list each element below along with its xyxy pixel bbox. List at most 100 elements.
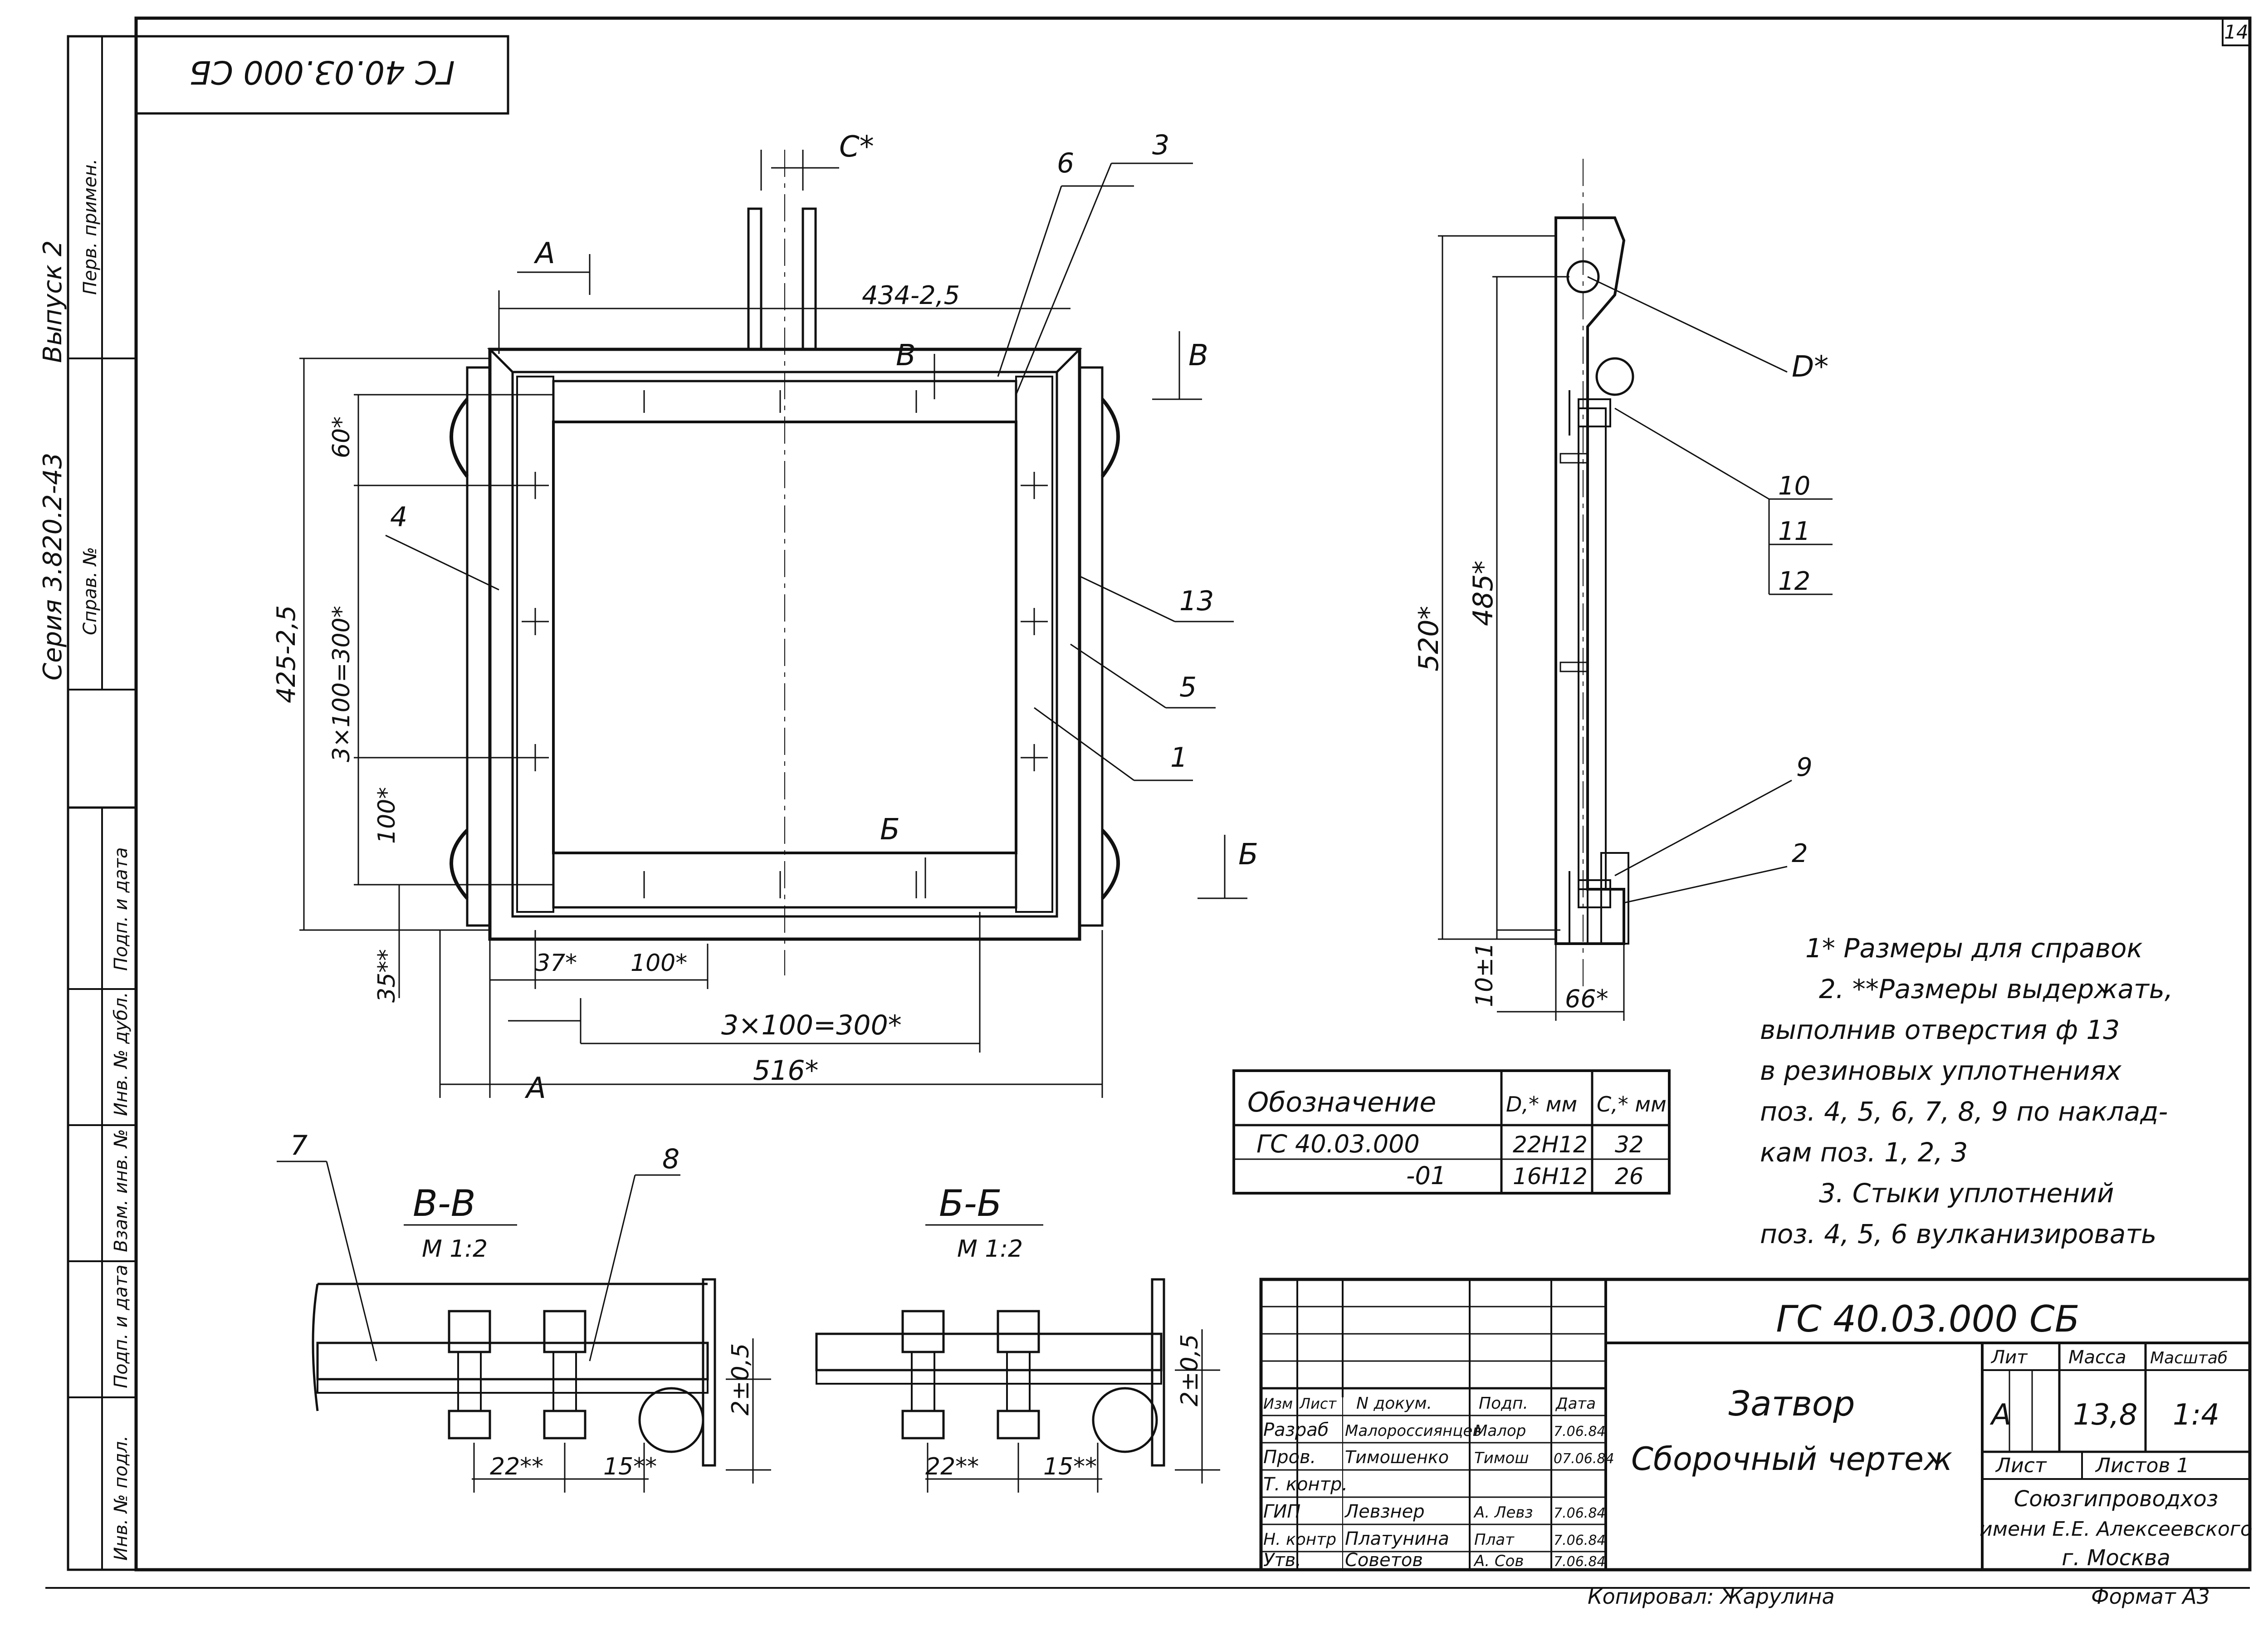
org-line-2: г. Москва bbox=[2062, 1545, 2170, 1571]
date-1: 07.06.84 bbox=[1554, 1451, 1614, 1467]
table-row-1-designation: -01 bbox=[1406, 1161, 1446, 1190]
table-header-designation: Обозначение bbox=[1247, 1087, 1436, 1118]
copied-by: Копировал: Жарулина bbox=[1588, 1584, 1835, 1609]
side-label-4: Взам. инв. № bbox=[111, 1129, 132, 1252]
side-label-1: Справ. № bbox=[80, 547, 101, 635]
table-row-0-d: 22Н12 bbox=[1513, 1131, 1588, 1158]
role-5: Утв. bbox=[1263, 1550, 1301, 1571]
person-3: Левзнер bbox=[1344, 1501, 1425, 1522]
dim-485: 485* bbox=[1467, 560, 1499, 626]
sign-0: Малор bbox=[1474, 1422, 1526, 1440]
section-vv-dim-2: 2±0,5 bbox=[727, 1343, 754, 1415]
dim-425: 425-2,5 bbox=[272, 605, 301, 703]
section-bb-dim-22: 22** bbox=[925, 1453, 979, 1480]
lit-value: А bbox=[1989, 1398, 2011, 1432]
person-0: Малороссиянцев bbox=[1345, 1422, 1481, 1440]
dim-35: 35** bbox=[373, 949, 401, 1003]
rotated-stamp: ГС 40.03.000 СБ bbox=[189, 54, 455, 91]
section-vv-scale: М 1:2 bbox=[422, 1235, 488, 1263]
section-bb-scale: М 1:2 bbox=[957, 1235, 1023, 1263]
note-line-1: 2. **Размеры выдержать, bbox=[1819, 974, 2173, 1004]
position-9: 9 bbox=[1796, 753, 1813, 782]
col-header-sign: Подп. bbox=[1479, 1394, 1528, 1413]
position-7: 7 bbox=[290, 1130, 308, 1161]
sign-5: А. Сов bbox=[1473, 1552, 1524, 1570]
position-12: 12 bbox=[1778, 567, 1810, 596]
dim-3x100-h: 3×100=300* bbox=[721, 1009, 902, 1041]
dim-3x100-v: 3×100=300* bbox=[328, 606, 355, 762]
role-3: ГИП bbox=[1263, 1501, 1300, 1522]
dim-10: 10±1 bbox=[1471, 942, 1498, 1007]
page-number: 14 bbox=[2224, 21, 2248, 43]
table-row-1-d: 16Н12 bbox=[1513, 1163, 1588, 1190]
dim-37: 37* bbox=[535, 950, 577, 977]
series-label: Серия 3.820.2-43 bbox=[38, 453, 68, 681]
position-5: 5 bbox=[1179, 671, 1197, 703]
role-4: Н. контр bbox=[1263, 1530, 1336, 1549]
issue-label: Выпуск 2 bbox=[38, 240, 68, 363]
side-label-6: Инв. № подл. bbox=[111, 1435, 132, 1561]
person-1: Тимошенко bbox=[1345, 1447, 1449, 1467]
date-4: 7.06.84 bbox=[1554, 1533, 1606, 1548]
note-line-0: 1* Размеры для справок bbox=[1805, 933, 2143, 964]
section-bb-dim-15: 15** bbox=[1043, 1453, 1097, 1480]
note-line-4: поз. 4, 5, 6, 7, 8, 9 по наклад- bbox=[1760, 1096, 2168, 1127]
title-block bbox=[1259, 1278, 2252, 1572]
frame bbox=[45, 16, 2252, 1589]
position-4: 4 bbox=[390, 501, 407, 533]
section-a-bottom: А bbox=[524, 1072, 546, 1105]
main-view bbox=[299, 150, 1247, 1098]
position-6: 6 bbox=[1057, 147, 1074, 179]
lit-label: Лит bbox=[1990, 1347, 2028, 1368]
position-1: 1 bbox=[1170, 742, 1188, 774]
position-13: 13 bbox=[1179, 585, 1214, 617]
section-bb-arrow: Б bbox=[1238, 838, 1258, 872]
table-row-0-c: 32 bbox=[1615, 1131, 1644, 1158]
dim-c-star: С* bbox=[839, 130, 874, 164]
scale-value: 1:4 bbox=[2173, 1398, 2219, 1432]
sheet-label: Лист bbox=[1995, 1454, 2047, 1477]
mass-value: 13,8 bbox=[2073, 1398, 2138, 1432]
date-0: 7.06.84 bbox=[1554, 1424, 1606, 1440]
format-label: Формат А3 bbox=[2091, 1584, 2210, 1609]
col-header-date: Дата bbox=[1555, 1395, 1596, 1413]
role-2: Т. контр. bbox=[1263, 1474, 1348, 1495]
section-vv-dim-22: 22** bbox=[490, 1453, 543, 1480]
scale-label: Масштаб bbox=[2150, 1349, 2228, 1367]
note-line-3: в резиновых уплотнениях bbox=[1760, 1055, 2121, 1086]
table-row-0-designation: ГС 40.03.000 bbox=[1256, 1130, 1420, 1158]
section-bb-dim-2: 2±0,5 bbox=[1176, 1334, 1203, 1406]
side-label-0: Перв. примен. bbox=[80, 159, 101, 295]
role-0: Разраб bbox=[1263, 1420, 1329, 1440]
side-view bbox=[1438, 159, 1833, 1021]
dim-60: 60* bbox=[328, 416, 355, 458]
variants-table bbox=[1232, 1069, 1671, 1195]
position-8: 8 bbox=[662, 1143, 679, 1175]
col-header-list: Лист bbox=[1299, 1395, 1337, 1412]
dim-66: 66* bbox=[1565, 984, 1608, 1013]
section-bb-mark: Б bbox=[880, 813, 900, 847]
dim-100-h: 100* bbox=[631, 950, 687, 977]
title-doc-type: Сборочный чертеж bbox=[1631, 1440, 1952, 1478]
mass-label: Масса bbox=[2068, 1347, 2126, 1368]
section-vv-dim-15: 15** bbox=[603, 1453, 657, 1480]
section-bb-title: Б-Б bbox=[939, 1182, 1002, 1224]
sign-3: А. Левз bbox=[1473, 1504, 1533, 1522]
col-header-doc: N докум. bbox=[1356, 1394, 1432, 1413]
dim-520: 520* bbox=[1413, 606, 1445, 671]
org-line-1: имени Е.Е. Алексеевского bbox=[1980, 1518, 2253, 1541]
note-line-2: выполнив отверстия ф 13 bbox=[1760, 1014, 2120, 1045]
section-vv bbox=[277, 1161, 771, 1493]
sheets-label: Листов 1 bbox=[2095, 1454, 2189, 1477]
position-2: 2 bbox=[1792, 839, 1808, 868]
note-line-7: поз. 4, 5, 6 вулканизировать bbox=[1760, 1219, 2156, 1249]
date-5: 7.06.84 bbox=[1554, 1554, 1606, 1570]
table-header-c: C,* мм bbox=[1597, 1092, 1667, 1117]
position-10: 10 bbox=[1778, 471, 1810, 501]
title-designation: ГС 40.03.000 СБ bbox=[1776, 1298, 2079, 1340]
side-label-3: Инв. № дубл. bbox=[111, 992, 132, 1116]
note-line-5: кам поз. 1, 2, 3 bbox=[1760, 1137, 1968, 1168]
org-line-0: Союзгипроводхоз bbox=[2014, 1486, 2219, 1512]
side-label-2: Подп. и дата bbox=[111, 847, 132, 971]
